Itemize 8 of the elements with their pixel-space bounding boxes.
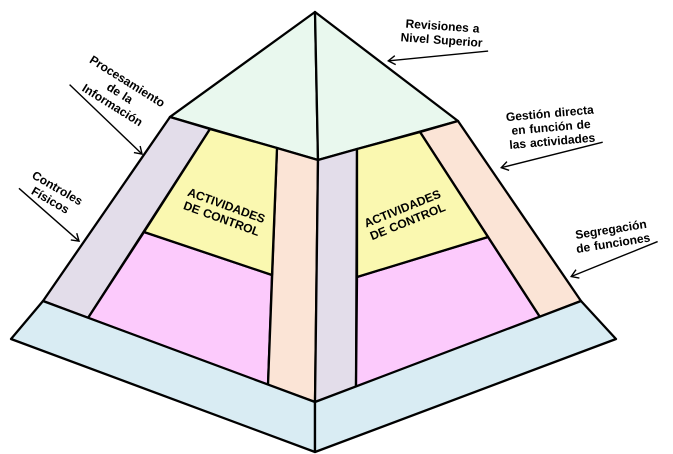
callout-text: Segregación de funciones: [576, 220, 650, 253]
arrow: [570, 240, 658, 279]
arrow: [18, 188, 80, 242]
arrow: [500, 142, 603, 171]
callout-text: Gestión directa en función de las actividades: [506, 106, 595, 149]
arrow: [387, 50, 488, 66]
arrow: [69, 84, 143, 155]
callout-text: Revisiones a Nivel Superior: [401, 19, 482, 48]
